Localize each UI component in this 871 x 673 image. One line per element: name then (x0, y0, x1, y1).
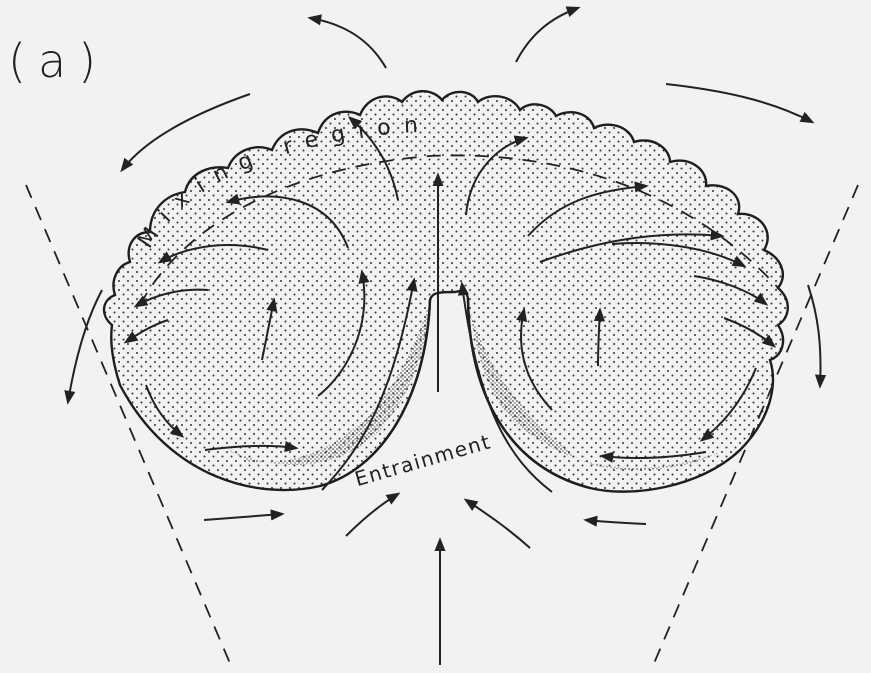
entrainment-arrow-right-horizontal (586, 520, 646, 524)
top-right-outflow-arrow (516, 8, 578, 62)
entrainment-arrow-right-diagonal (466, 500, 530, 548)
panel-label: (a) (8, 34, 108, 88)
right-outflow-arrow (666, 84, 812, 122)
top-left-outflow-arrow (310, 18, 386, 68)
entrainment-arrow-left-horizontal (204, 514, 282, 520)
entrainment-arrow-left-diagonal (346, 494, 398, 536)
mixing-cloud (104, 91, 788, 491)
left-side-descending-arrow (68, 290, 102, 402)
right-side-descending-arrow (808, 285, 821, 386)
